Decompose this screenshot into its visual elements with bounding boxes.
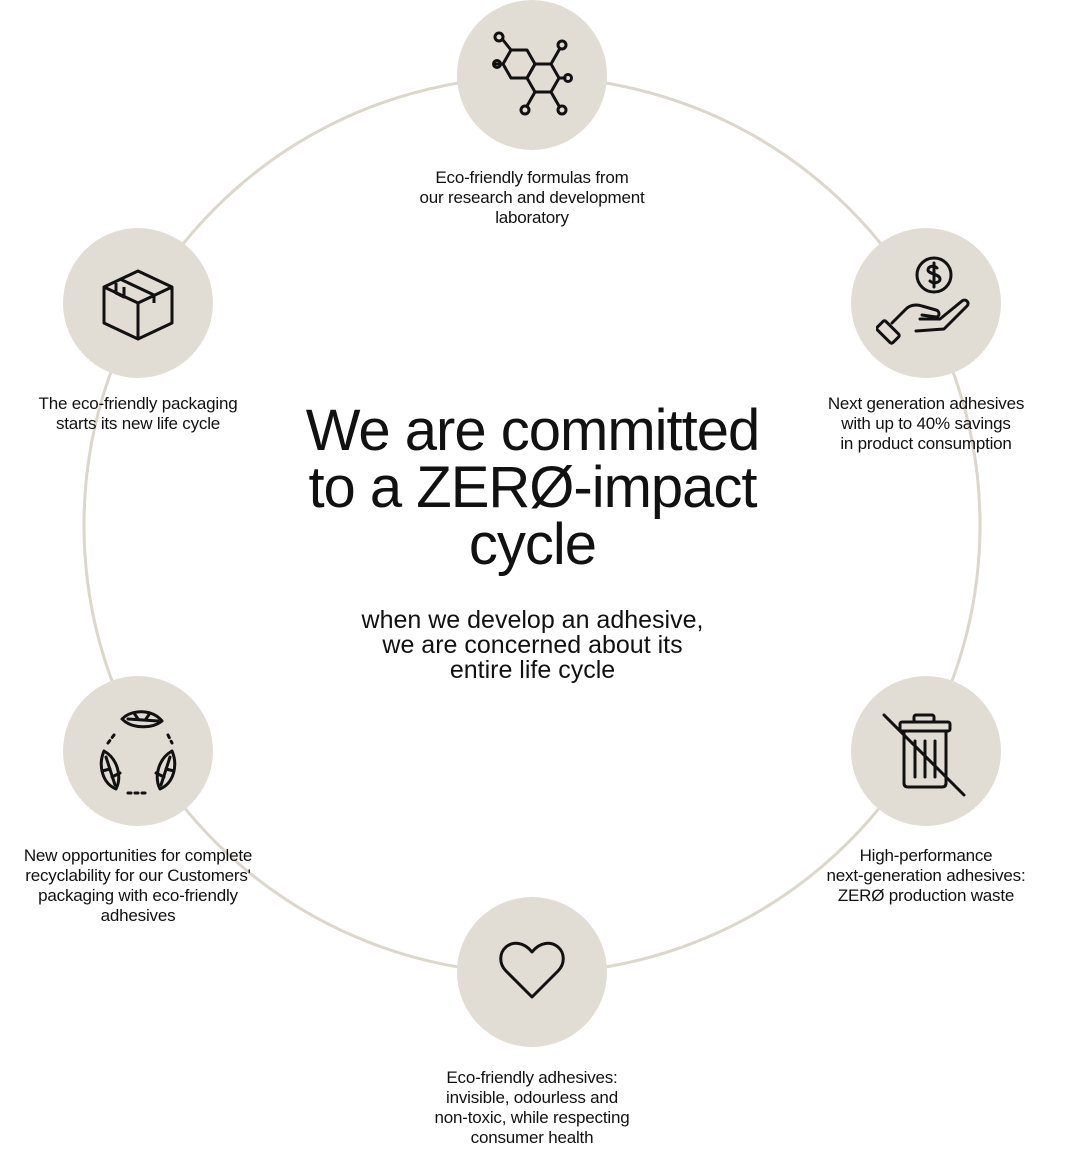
page-headline: We are committed to a ZERØ-impact cycle	[305, 398, 761, 577]
heart-icon	[499, 941, 565, 999]
box-icon	[102, 269, 174, 341]
step-node-research	[457, 0, 607, 150]
step-node-savings	[851, 228, 1001, 378]
step-caption-packaging: The eco-friendly packaging starts its ne…	[38, 394, 238, 433]
step-node-waste	[851, 676, 1001, 826]
step-caption-health: Eco-friendly adhesives: invisible, odour…	[434, 1068, 630, 1147]
molecule-icon	[492, 31, 573, 116]
no-trash-icon	[882, 713, 966, 797]
step-caption-recyclability: New opportunities for complete recyclabi…	[23, 846, 253, 925]
step-node-health	[457, 897, 607, 1047]
recycle-leaves-icon	[99, 710, 177, 795]
step-caption-research: Eco-friendly formulas from our research …	[419, 168, 645, 227]
step-node-packaging	[63, 228, 213, 378]
step-caption-waste: High-performance next-generation adhesiv…	[826, 846, 1026, 905]
hand-coin-icon	[876, 256, 970, 345]
step-node-recyclability	[63, 676, 213, 826]
step-caption-savings: Next generation adhesives with up to 40%…	[827, 394, 1025, 453]
page-subheadline: when we develop an adhesive, we are conc…	[361, 606, 704, 684]
